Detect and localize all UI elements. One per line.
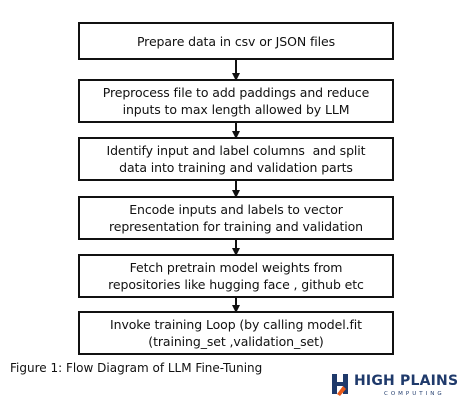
figure-caption: Figure 1: Flow Diagram of LLM Fine-Tunin… bbox=[10, 361, 263, 375]
step-box-identify-split: Identify input and label columns and spl… bbox=[78, 137, 394, 181]
step-box-prepare-data: Prepare data in csv or JSON files bbox=[78, 22, 394, 60]
logo-subtitle: COMPUTING bbox=[384, 391, 445, 397]
step-box-training-loop: Invoke training Loop (by calling model.f… bbox=[78, 311, 394, 355]
step-6-line-1: Invoke training Loop (by calling model.f… bbox=[110, 317, 362, 332]
step-box-fetch-weights: Fetch pretrain model weights from reposi… bbox=[78, 254, 394, 298]
logo-title: HIGH PLAINS bbox=[354, 373, 459, 389]
step-3-line-1: Identify input and label columns and spl… bbox=[106, 143, 366, 158]
step-box-encode: Encode inputs and labels to vector repre… bbox=[78, 196, 394, 240]
step-2-line-1: Preprocess file to add paddings and redu… bbox=[102, 85, 370, 100]
step-box-preprocess: Preprocess file to add paddings and redu… bbox=[78, 79, 394, 123]
step-4-line-2: representation for training and validati… bbox=[108, 219, 364, 234]
step-1-line-1: Prepare data in csv or JSON files bbox=[136, 33, 336, 49]
step-4-line-1: Encode inputs and labels to vector bbox=[129, 202, 343, 217]
high-plains-logo: HIGH PLAINS COMPUTING bbox=[330, 372, 470, 402]
step-2-line-2: inputs to max length allowed by LLM bbox=[122, 102, 350, 117]
step-5-line-1: Fetch pretrain model weights from bbox=[129, 260, 343, 275]
hp-logo-mark-icon bbox=[332, 374, 348, 396]
step-6-line-2: (training_set ,validation_set) bbox=[148, 334, 324, 349]
step-5-line-2: repositories like hugging face , github … bbox=[108, 277, 364, 292]
step-3-line-2: data into training and validation parts bbox=[119, 160, 353, 175]
